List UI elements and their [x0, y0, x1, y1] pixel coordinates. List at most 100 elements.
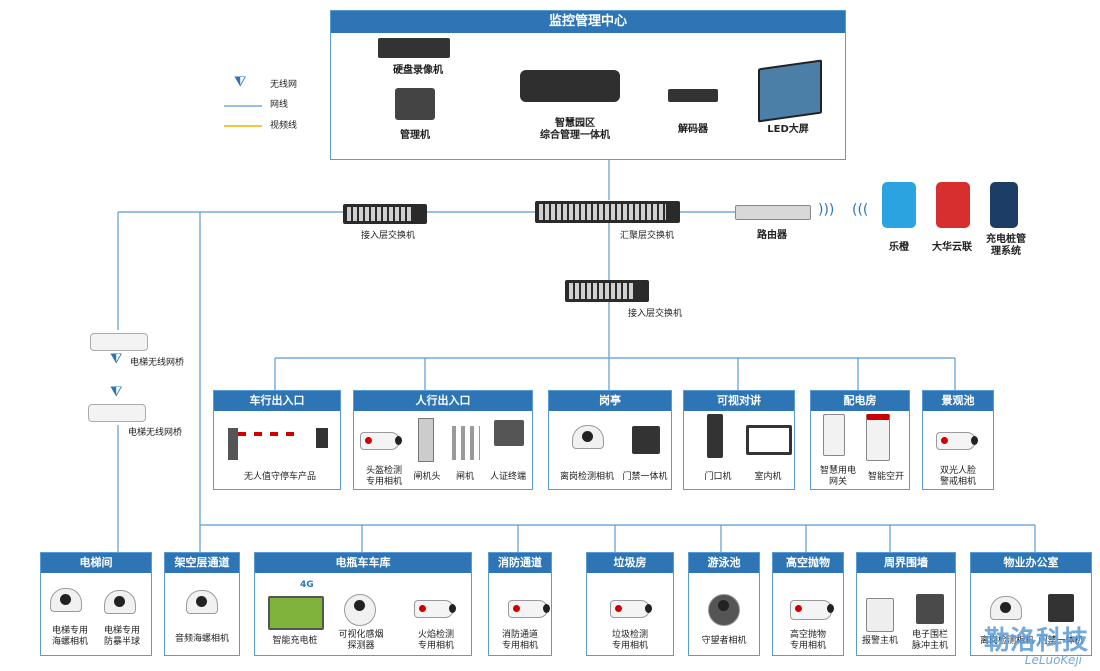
lecheng-app-icon: [882, 182, 916, 228]
elevator-bridge-1-label: 电梯无线网桥: [130, 358, 185, 368]
dual-light-camera-icon: [936, 432, 978, 450]
power-gateway-icon: [823, 414, 845, 456]
access-switch-mid-label: 接入层交换机: [627, 309, 682, 319]
zone-overhead-passage-title: 架空层通道: [165, 553, 239, 573]
smoke-detector-icon: [344, 594, 376, 626]
watermark-text: 勒洛科技: [983, 626, 1088, 656]
monitoring-center-title: 监控管理中心: [331, 11, 845, 33]
elevator-bridge-1-icon: [90, 333, 148, 351]
turnstile-icon: [452, 426, 480, 460]
legend-wireless-label: 无线网: [270, 80, 298, 90]
charging-app-icon: [990, 182, 1018, 228]
helmet-camera-icon: [360, 432, 402, 450]
flame-camera-label: 火焰检测 专用相机: [417, 630, 454, 651]
zone-intercom-title: 可视对讲: [684, 391, 794, 411]
high-throw-camera-label: 高空抛物 专用相机: [789, 630, 826, 651]
elevator-bridge-2-label: 电梯无线网桥: [128, 428, 183, 438]
parking-kiosk-icon: [316, 428, 328, 448]
alarm-host-icon: [866, 598, 894, 632]
gate-label: 闸机: [455, 472, 474, 482]
led-label: LED大屏: [767, 124, 809, 135]
decoder-label: 解码器: [678, 124, 708, 135]
zone-swimming-pool-title: 游泳池: [689, 553, 759, 573]
zone-swimming-pool: 游泳池: [688, 552, 760, 656]
elevator-conch-camera-icon: [50, 588, 82, 612]
charging-system-label: 充电桩管 理系统: [986, 234, 1026, 257]
aggregation-switch-label: 汇聚层交换机: [619, 231, 674, 241]
zone-landscape-pond: 景观池: [922, 390, 994, 490]
office-away-camera-icon: [990, 596, 1022, 620]
office-away-label: 离岗检测相机: [979, 636, 1034, 646]
fire-lane-camera-label: 消防通道 专用相机: [501, 630, 538, 651]
door-station-icon: [707, 414, 723, 458]
zone-high-throw-title: 高空抛物: [773, 553, 843, 573]
dual-light-camera-label: 双光人脸 警戒相机: [939, 466, 976, 487]
nvr-icon: [378, 38, 450, 58]
fence-pulse-host-icon: [916, 594, 944, 624]
zone-garbage-room-title: 垃圾房: [587, 553, 673, 573]
wifi-icon: ⧨: [234, 74, 247, 90]
zone-ebike-garage-title: 电瓶车车库: [255, 553, 471, 573]
access-switch-left-label: 接入层交换机: [360, 231, 415, 241]
fire-lane-camera-icon: [508, 600, 550, 618]
helmet-camera-label: 头盔检测 专用相机: [365, 466, 402, 487]
led-screen-icon: [758, 59, 822, 123]
garbage-camera-label: 垃圾检测 专用相机: [611, 630, 648, 651]
nvr-label: 硬盘录像机: [393, 65, 443, 76]
away-detect-camera-icon: [572, 425, 604, 449]
id-terminal-icon: [494, 420, 524, 446]
smart-charger-label: 智能充电桩: [272, 636, 318, 646]
watermark-sub: LeLuoKeji: [1024, 653, 1082, 667]
fence-pulse-host-label: 电子围栏 脉冲主机: [911, 630, 948, 651]
smart-breaker-label: 智能空开: [867, 472, 904, 482]
indoor-monitor-icon: [746, 425, 792, 455]
barrier-arm-icon: [238, 432, 300, 436]
zone-vehicle-entrance-title: 车行出入口: [214, 391, 340, 411]
elevator-dome-icon: [104, 590, 136, 614]
manager-icon: [395, 88, 435, 120]
smart-charger-icon: [268, 596, 324, 630]
watcher-camera-label: 守望者相机: [701, 636, 747, 646]
access-switch-left-icon: [343, 204, 427, 224]
all-in-one-icon: [520, 70, 620, 102]
bridge-2-wifi-icon: ⧨: [110, 384, 123, 400]
garbage-camera-icon: [610, 600, 652, 618]
legend-network-label: 网线: [270, 100, 289, 110]
office-access-icon: [1048, 594, 1074, 622]
elevator-dome-label: 电梯专用 防暴半球: [103, 626, 140, 647]
zone-power-room-title: 配电房: [811, 391, 909, 411]
manager-label: 管理机: [400, 130, 430, 141]
dahua-cloud-app-icon: [936, 182, 970, 228]
zone-landscape-pond-title: 景观池: [923, 391, 993, 411]
door-station-label: 门口机: [704, 472, 732, 482]
barrier-gate-icon: [228, 428, 238, 460]
zone-pedestrian-entrance-title: 人行出入口: [354, 391, 532, 411]
smart-breaker-icon: [866, 414, 890, 461]
booth-access-label: 门禁一体机: [622, 472, 668, 482]
audio-conch-camera-icon: [186, 590, 218, 614]
smoke-detector-label: 可视化感烟 探测器: [338, 630, 384, 651]
zone-elevator-room-title: 电梯间: [41, 553, 151, 573]
elevator-conch-label: 电梯专用 海螺相机: [51, 626, 88, 647]
zone-perimeter-wall-title: 周界围墙: [857, 553, 955, 573]
zone-intercom: 可视对讲: [683, 390, 795, 490]
aggregation-switch-icon: [535, 201, 680, 223]
decoder-icon: [668, 89, 718, 102]
all-in-one-label: 智慧园区 综合管理一体机: [540, 118, 610, 141]
elevator-bridge-2-icon: [88, 404, 146, 422]
id-terminal-label: 人证终端: [489, 472, 526, 482]
access-control-icon: [632, 426, 660, 454]
high-throw-camera-icon: [790, 600, 834, 620]
cloud-wifi-icon: (((: [852, 202, 869, 218]
unattended-parking-label: 无人值守停车产品: [243, 472, 316, 482]
gate-head-icon: [418, 418, 434, 462]
office-access-label: 门禁一体机: [1038, 636, 1084, 646]
flame-camera-icon: [414, 600, 456, 618]
zone-property-office-title: 物业办公室: [971, 553, 1091, 573]
zone-fire-lane-title: 消防通道: [489, 553, 551, 573]
zone-booth-title: 岗亭: [549, 391, 671, 411]
monitoring-center-panel: 监控管理中心: [330, 10, 846, 160]
router-wifi-icon: ))): [818, 202, 835, 218]
access-switch-mid-icon: [565, 280, 649, 302]
